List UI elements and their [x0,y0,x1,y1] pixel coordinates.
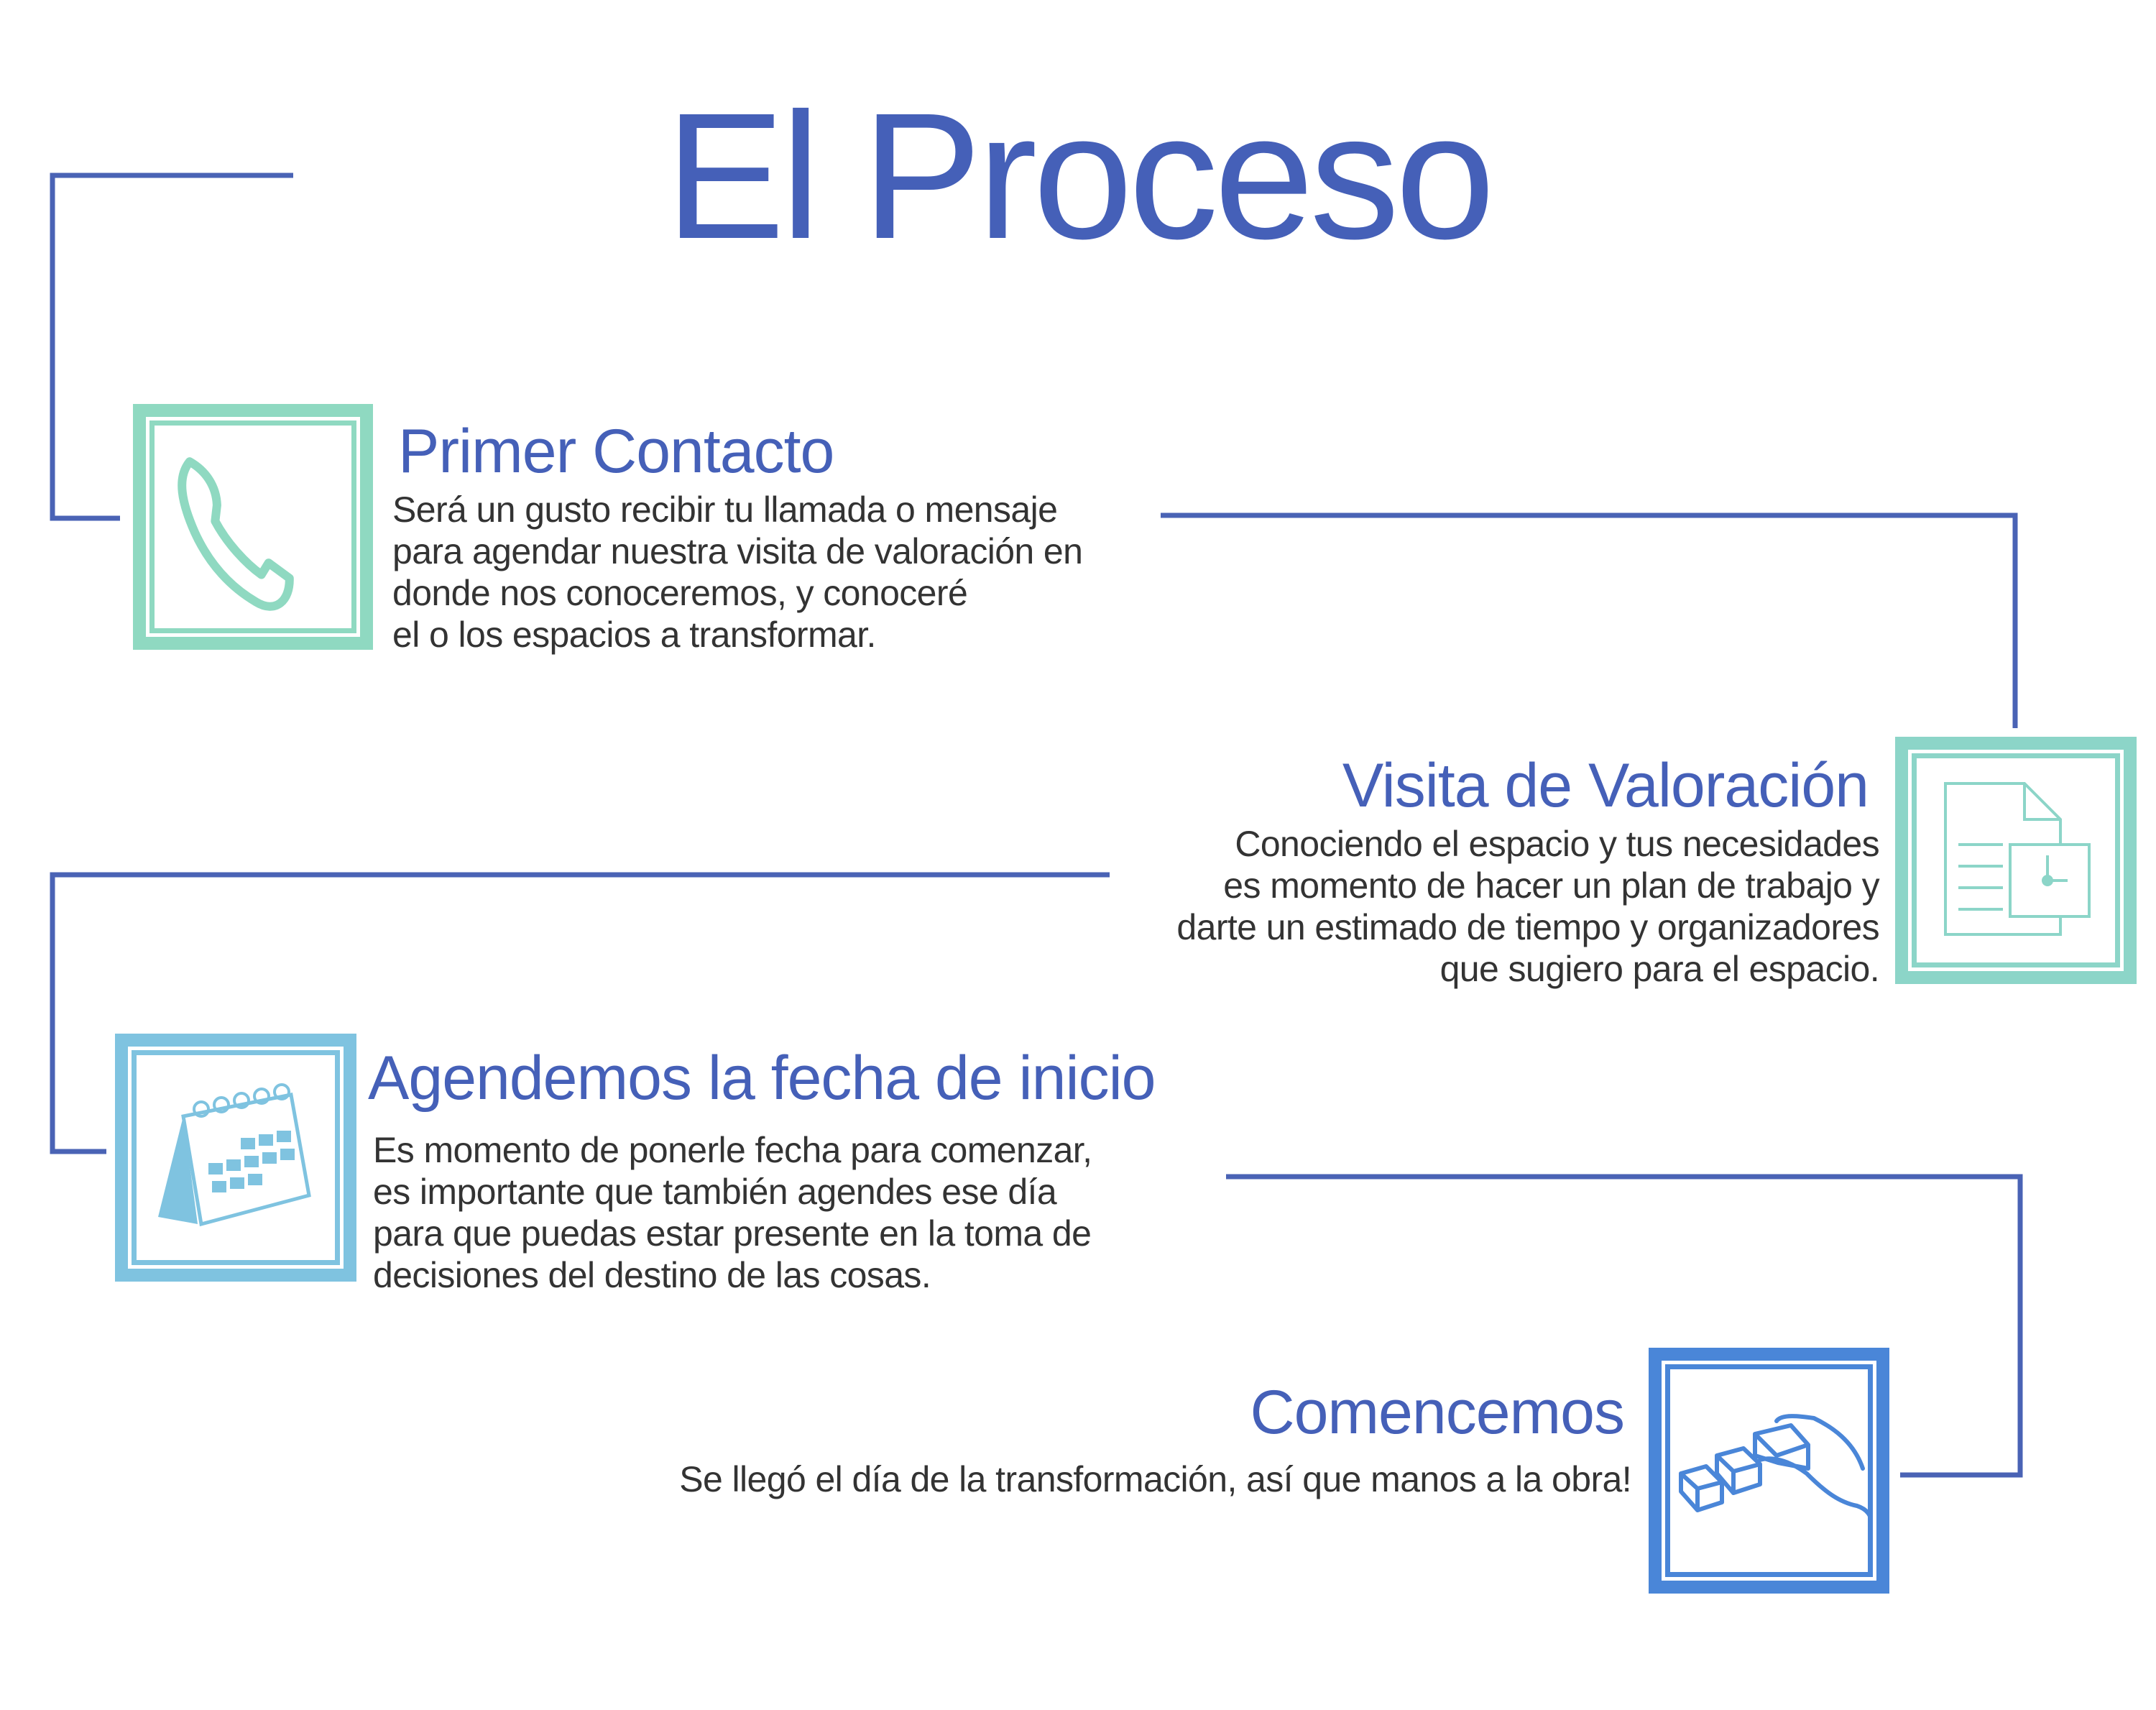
step-2-line: Conociendo el espacio y tus necesidades [1235,824,1879,864]
hand-blocks-icon-box [1649,1348,1889,1594]
connector-line-3 [50,872,1110,1154]
step-1-line: donde nos conoceremos, y conoceré [392,573,968,613]
step-2-description: Conociendo el espacio y tus necesidades … [1176,823,1879,990]
step-3-line: para que puedas estar presente en la tom… [373,1213,1092,1254]
hand-blocks-icon [1679,1414,1873,1522]
page-title: El Proceso [665,75,1496,276]
document-icon-box [1895,737,2137,984]
step-2-line: darte un estimado de tiempo y organizado… [1176,907,1879,947]
calendar-icon [158,1083,311,1227]
connector-line-4 [1226,1174,2023,1478]
step-1-line: el o los espacios a transformar. [392,615,876,655]
step-4-line: Se llegó el día de la transformación, as… [679,1459,1631,1499]
connector-line-1 [50,173,293,521]
step-2-line: que sugiero para el espacio. [1439,949,1880,989]
step-3-description: Es momento de ponerle fecha para comenza… [373,1129,1092,1296]
step-2-line: es momento de hacer un plan de trabajo y [1223,865,1879,906]
step-3-line: es importante que también agendes ese dí… [373,1172,1057,1212]
step-3-line: decisiones del destino de las cosas. [373,1255,931,1295]
step-2-heading: Visita de Valoración [1342,751,1869,820]
document-icon [1944,782,2091,936]
step-4-description: Se llegó el día de la transformación, as… [679,1458,1631,1500]
step-1-line: para agendar nuestra visita de valoració… [392,531,1083,571]
calendar-icon-box [115,1034,356,1282]
step-3-heading: Agendemos la fecha de inicio [368,1044,1156,1113]
step-1-description: Será un gusto recibir tu llamada o mensa… [392,489,1083,656]
phone-icon [178,457,294,611]
step-3-line: Es momento de ponerle fecha para comenza… [373,1130,1092,1170]
step-1-line: Será un gusto recibir tu llamada o mensa… [392,489,1058,530]
connector-line-2 [1161,512,2018,728]
step-4-heading: Comencemos [1250,1378,1625,1447]
step-1-heading: Primer Contacto [398,417,834,486]
phone-icon-box [133,404,373,650]
